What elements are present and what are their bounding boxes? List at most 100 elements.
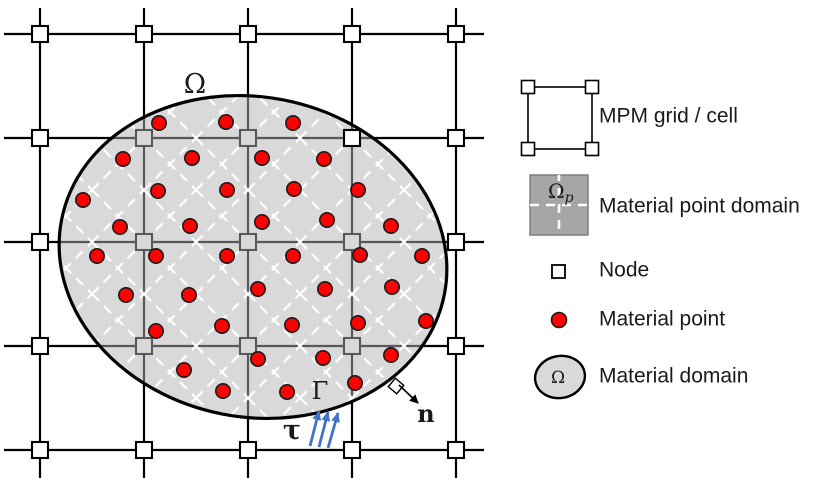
legend-item-mpm-grid: MPM grid / cell	[520, 79, 738, 157]
cell-corner-node-icon	[520, 79, 536, 95]
grid-node-inner	[238, 336, 258, 356]
cell-corner-node-icon	[584, 141, 600, 157]
material-point	[118, 286, 135, 303]
legend-item-material-point: Material point	[550, 308, 725, 331]
cell-corner-node-icon	[520, 141, 536, 157]
traction-label: τ	[283, 415, 301, 446]
material-point	[254, 214, 271, 231]
traction-arrow	[308, 410, 322, 447]
grid-node	[342, 24, 362, 44]
grid-node	[446, 24, 466, 44]
grid-node-inner	[238, 128, 258, 148]
material-point	[181, 286, 198, 303]
grid-node-inner	[134, 128, 154, 148]
grid-node-inner	[238, 232, 258, 252]
grid-node	[446, 336, 466, 356]
normal-label: n	[417, 399, 434, 428]
material-point	[219, 182, 236, 199]
material-point	[284, 115, 301, 132]
material-point	[351, 247, 368, 264]
material-point	[115, 151, 132, 168]
material-point	[417, 312, 434, 329]
boundary-label: Γ	[312, 377, 329, 405]
mpm-grid-cell-icon	[527, 86, 593, 150]
material-point	[283, 316, 300, 333]
material-point	[214, 317, 231, 334]
material-point	[218, 114, 235, 131]
grid-node	[238, 440, 258, 460]
material-point	[278, 383, 295, 400]
inner-grid-nodes	[134, 128, 362, 356]
grid-node	[238, 24, 258, 44]
grid-node	[134, 24, 154, 44]
material-point	[316, 280, 333, 297]
grid-node	[30, 440, 50, 460]
material-point	[151, 115, 168, 132]
material-point	[150, 183, 167, 200]
grid-node	[30, 24, 50, 44]
material-point	[215, 382, 232, 399]
material-point	[89, 248, 106, 265]
domain-label: Ω	[184, 69, 206, 100]
legend-label: MPM grid / cell	[599, 105, 738, 128]
material-point	[349, 182, 366, 199]
legend-item-node: Node	[551, 259, 649, 282]
material-point	[176, 361, 193, 378]
material-point	[284, 248, 301, 265]
material-point	[315, 151, 332, 168]
grid-node	[446, 440, 466, 460]
material-point	[184, 150, 201, 167]
material-point	[75, 192, 92, 209]
grid-nodes	[30, 24, 466, 460]
grid-node-inner	[342, 232, 362, 252]
omega-label: Ω	[551, 368, 565, 388]
material-point	[250, 280, 267, 297]
legend-item-material-point-domain: Ωp Material point domain	[529, 174, 800, 236]
material-points	[75, 114, 434, 400]
grid-node-inner	[134, 232, 154, 252]
material-point	[112, 219, 129, 236]
material-point	[219, 248, 236, 265]
legend: MPM grid / cell Ωp Material point domain…	[520, 79, 800, 400]
traction-arrows	[308, 410, 340, 449]
legend-label: Material domain	[599, 365, 748, 388]
material-point	[349, 314, 366, 331]
node-icon	[551, 264, 566, 279]
material-point	[383, 278, 400, 295]
traction-arrow	[317, 411, 331, 448]
normal-arrow	[398, 384, 419, 404]
material-point	[182, 218, 199, 235]
material-domain-outline	[57, 93, 449, 421]
grid-node	[134, 440, 154, 460]
traction-arrow	[326, 412, 340, 449]
material-point	[148, 248, 165, 265]
grid-node	[446, 232, 466, 252]
material-point	[254, 150, 271, 167]
grid-node	[30, 232, 50, 252]
omega-p-label: Ωp	[548, 179, 574, 206]
material-point	[413, 248, 430, 265]
grid-node	[342, 128, 362, 148]
legend-item-material-domain: Ω Material domain	[533, 354, 748, 400]
material-domain-icon	[533, 354, 587, 400]
grid-node	[30, 128, 50, 148]
legend-label: Material point domain	[599, 195, 800, 218]
grid-node	[446, 128, 466, 148]
material-point-icon	[550, 311, 568, 329]
material-point	[382, 346, 399, 363]
right-angle-marker	[387, 377, 405, 395]
material-point	[250, 350, 267, 367]
grid-node	[30, 336, 50, 356]
cell-corner-node-icon	[584, 79, 600, 95]
grid-node-inner	[342, 336, 362, 356]
grid-node	[342, 440, 362, 460]
material-point	[148, 322, 165, 339]
legend-label: Material point	[599, 308, 725, 331]
material-point	[346, 374, 363, 391]
material-point	[318, 212, 335, 229]
material-point	[314, 349, 331, 366]
grid-node-inner	[134, 336, 154, 356]
material-point	[285, 181, 302, 198]
